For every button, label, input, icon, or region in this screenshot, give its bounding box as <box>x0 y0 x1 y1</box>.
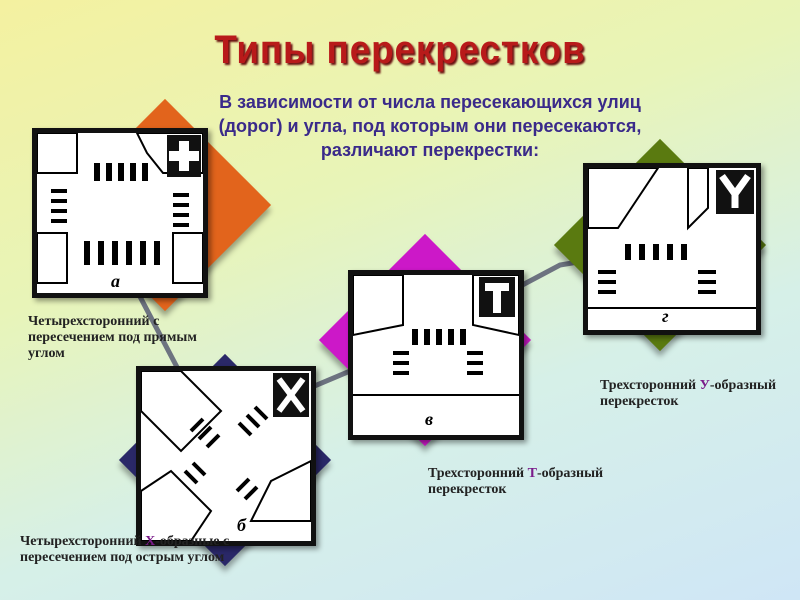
label-cross-intersection: Четырехсторонний с пересечением под прям… <box>28 314 197 361</box>
cross-intersection-drawing <box>37 133 203 284</box>
label-x-intersection: Четырехсторонний Х-образные с пересечени… <box>20 534 230 565</box>
card-letter-v: в <box>425 409 434 429</box>
card-letter-a: а <box>111 271 120 291</box>
card-y-intersection: г <box>583 163 761 335</box>
card-letter-b: б <box>237 515 246 535</box>
t-intersection-drawing <box>353 275 519 396</box>
page-title: Типы перекрестков <box>214 28 586 72</box>
card-letter-g: г <box>662 306 669 326</box>
y-intersection-drawing <box>588 168 756 309</box>
page-subtitle: В зависимости от числа пересекающихся ул… <box>218 92 642 160</box>
label-t-intersection: Трехсторонний Т-образный перекресток <box>428 466 604 497</box>
label-y-intersection: Трехсторонний У-образный перекресток <box>600 378 777 409</box>
card-t-intersection: в <box>348 270 524 440</box>
card-cross-intersection: а <box>32 128 208 298</box>
x-intersection-drawing <box>141 371 311 541</box>
card-x-intersection: б <box>136 366 316 546</box>
